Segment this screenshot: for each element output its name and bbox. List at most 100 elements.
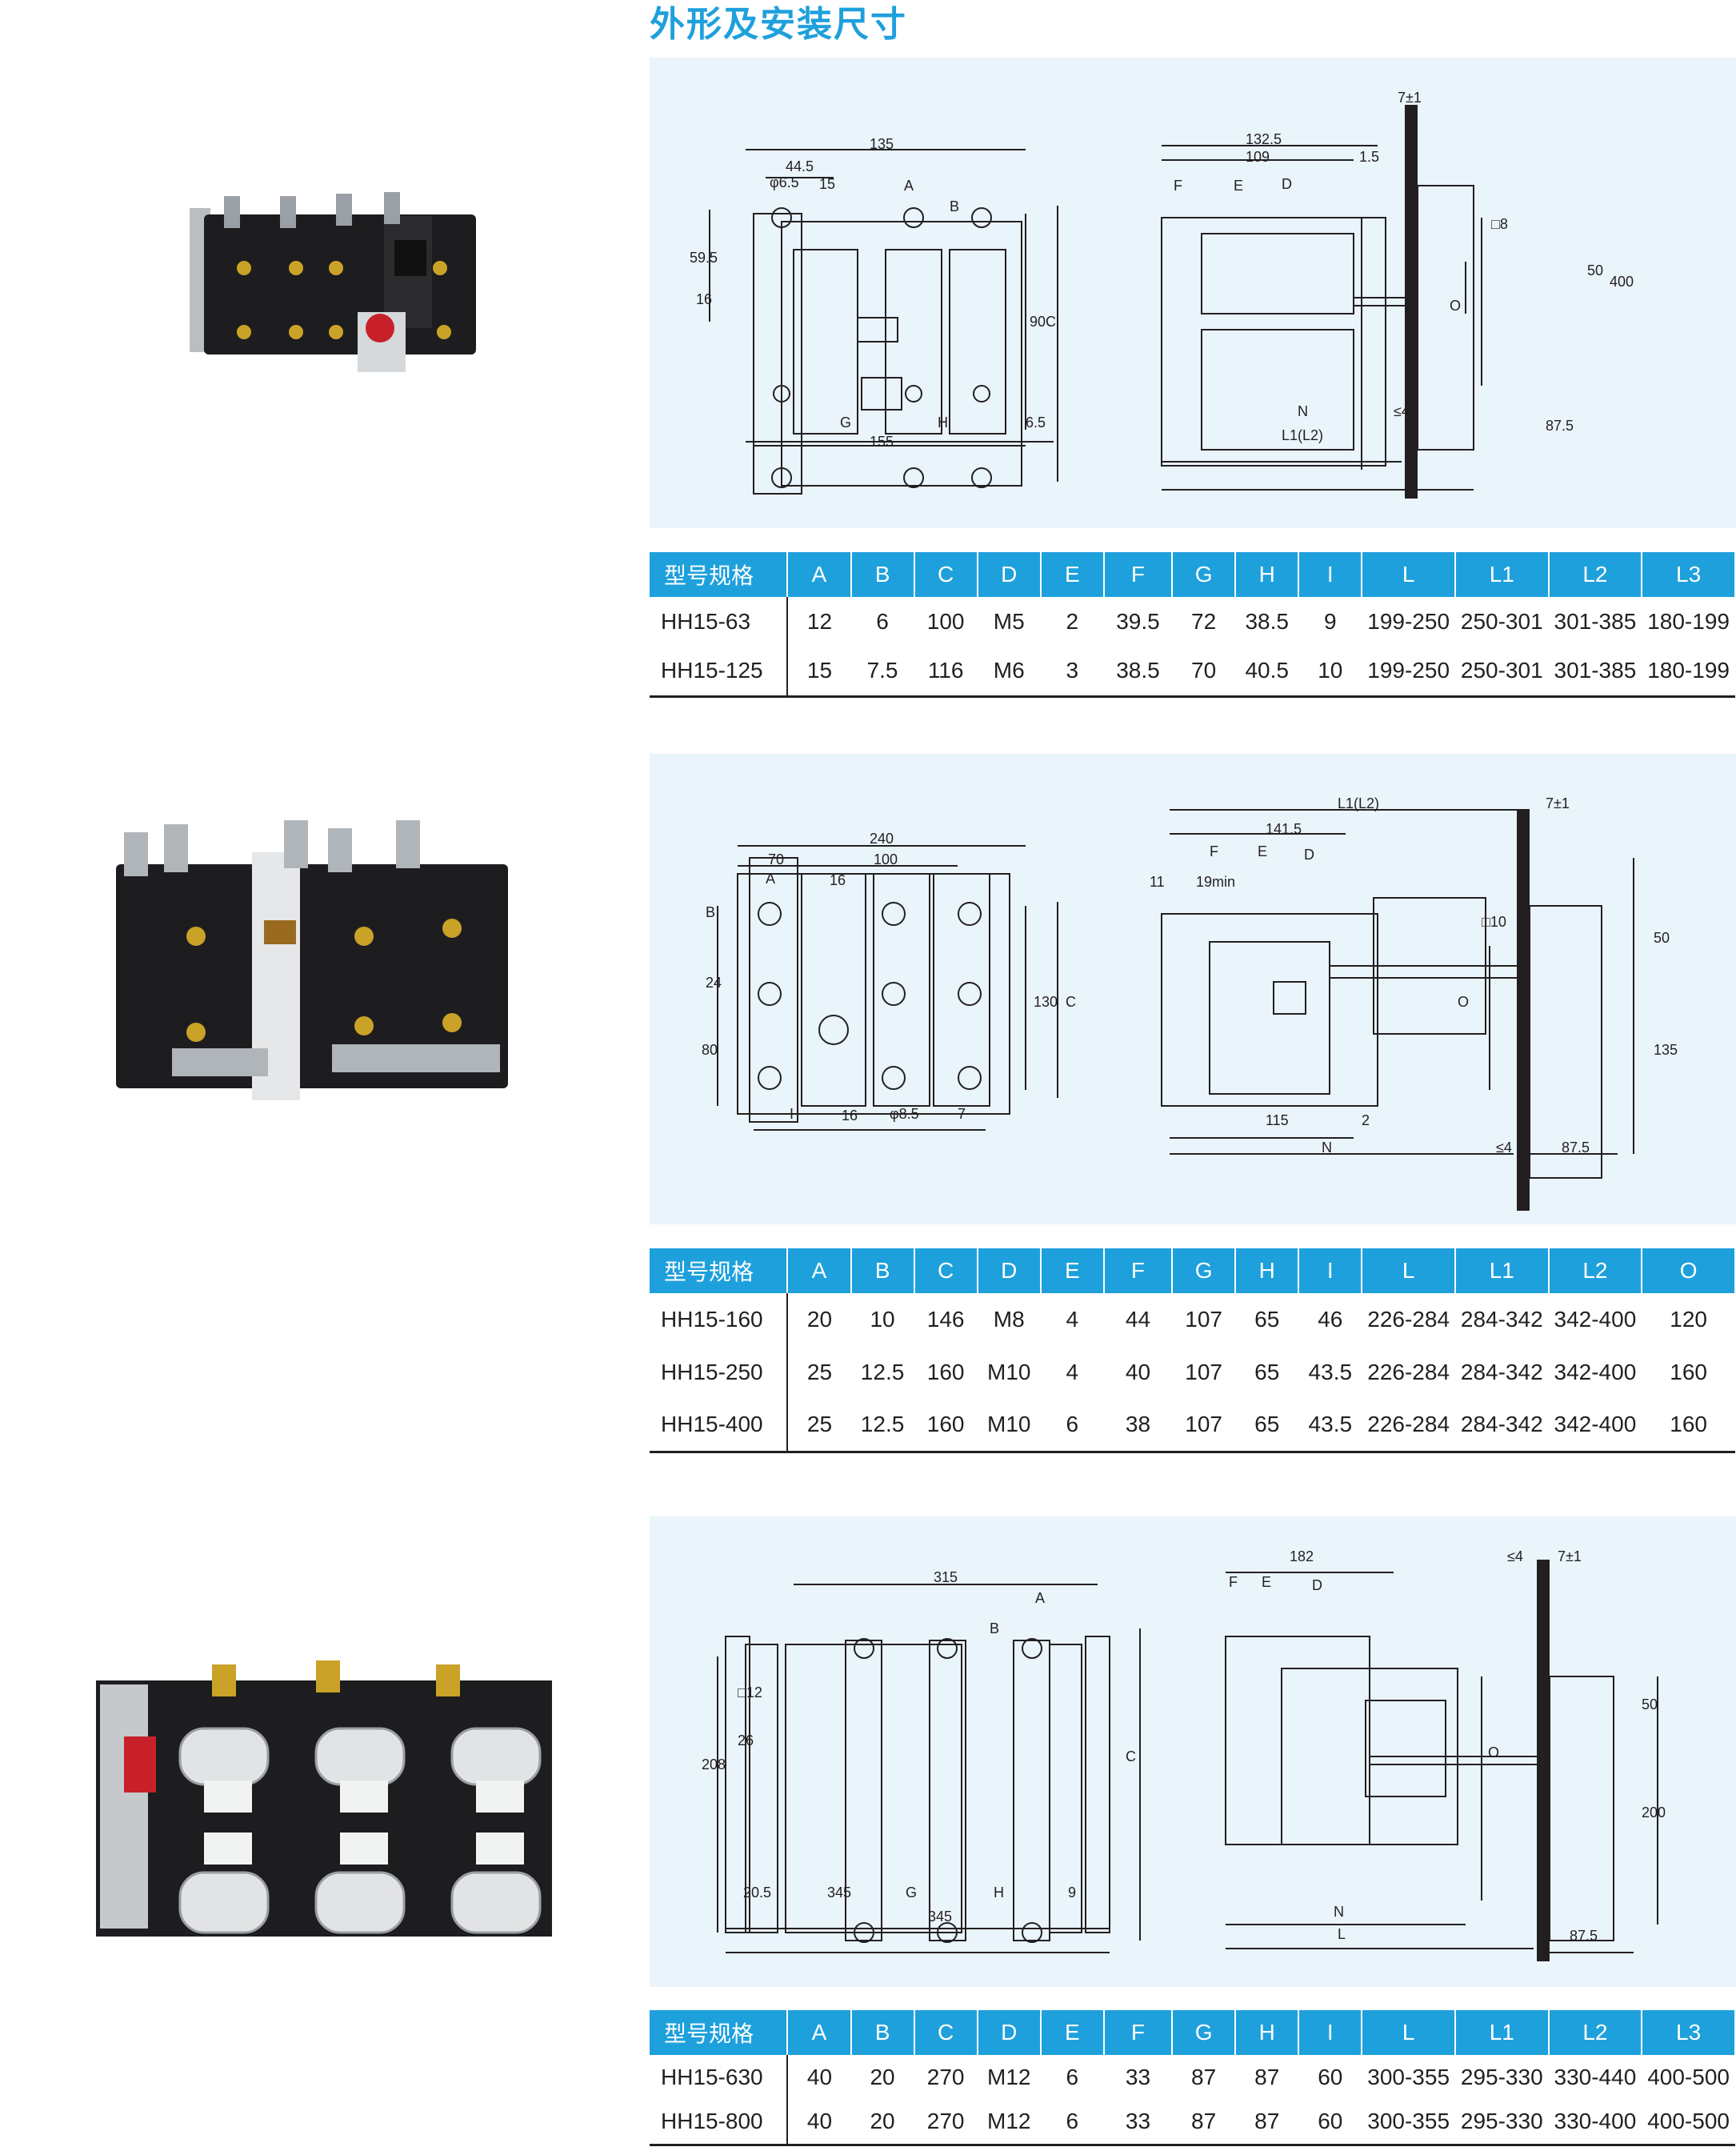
table-cell: 120	[1670, 1307, 1707, 1332]
table-cell: 226-284	[1362, 1399, 1455, 1453]
header-cell: H	[1235, 2010, 1300, 2055]
header-cell: H	[1235, 1248, 1300, 1293]
table-cell: 87	[1254, 2065, 1280, 2089]
dim-label: C	[1126, 1748, 1136, 1764]
dim-label: D	[1304, 847, 1314, 863]
dim-label: C	[1046, 314, 1056, 330]
dim-label: 26	[738, 1732, 754, 1748]
table-cell: 342-400	[1554, 1360, 1637, 1384]
table-cell: HH15-63	[650, 597, 789, 647]
table-cell: 12.5	[860, 1360, 905, 1384]
header-cell: O	[1642, 1248, 1736, 1293]
table-cell: 65	[1235, 1399, 1299, 1453]
header-cell: I	[1298, 1248, 1363, 1293]
header-cell: L1	[1454, 552, 1550, 597]
table-cell: M8	[993, 1307, 1025, 1332]
table-cell: 4	[1066, 1307, 1079, 1332]
table-cell: 38	[1103, 1399, 1173, 1453]
table-cell: 226-284	[1367, 1360, 1450, 1384]
dim-label: 400	[1610, 274, 1634, 290]
table-cell: 330-440	[1554, 2065, 1637, 2089]
dim-label: A	[904, 178, 914, 194]
header-cell: L2	[1548, 2010, 1643, 2055]
table-cell: 270	[926, 2065, 965, 2089]
table-row: HH15-250 25 12.5 160 M10 4 40 107 65 43.…	[650, 1346, 1735, 1399]
table-cell: 33	[1103, 2100, 1173, 2146]
header-cell: A	[787, 552, 852, 597]
switch-photo-small	[180, 192, 488, 372]
dim-label: 182	[1290, 1548, 1314, 1564]
dim-label: 345	[827, 1885, 852, 1901]
table-cell: HH15-250	[650, 1346, 789, 1399]
header-cell: B	[850, 552, 915, 597]
outline-diagram-1	[709, 105, 1482, 499]
table-cell: 226-284	[1367, 1307, 1450, 1332]
table-cell: 65	[1254, 1307, 1280, 1332]
header-cell: G	[1172, 1248, 1237, 1293]
table-cell: 295-330	[1460, 2065, 1543, 2089]
header-cell: C	[914, 2010, 978, 2055]
dim-label: 59.5	[690, 250, 718, 266]
dim-label: E	[1258, 843, 1268, 859]
dim-label: 87.5	[1570, 1928, 1598, 1944]
header-cell: L3	[1642, 2010, 1736, 2055]
table-cell: M12	[987, 2065, 1031, 2089]
table-cell: 25	[806, 1360, 833, 1384]
dim-label: 135	[1654, 1042, 1678, 1058]
dim-label: F	[1210, 843, 1218, 859]
dim-label: D	[1312, 1577, 1322, 1593]
header-cell: E	[1040, 2010, 1105, 2055]
table-cell: 160	[1642, 1399, 1735, 1453]
dimension-drawing-1: 135 44.5 φ6.5 15 A B 59.5 16 90 C G H 6.…	[650, 58, 1736, 528]
table-cell: 301-385	[1548, 647, 1642, 698]
table-cell: 44	[1125, 1307, 1151, 1332]
dim-label: O	[1458, 994, 1470, 1010]
dim-label: 7±1	[1546, 795, 1570, 811]
table-cell: 199-250	[1367, 609, 1450, 634]
header-model: 型号规格	[650, 2010, 789, 2055]
dim-label: 15	[819, 176, 836, 192]
dim-label: ≤4	[1394, 403, 1410, 419]
table-cell: 180-199	[1647, 609, 1730, 634]
dim-label: φ6.5	[770, 174, 799, 190]
dim-label: 80	[702, 1042, 718, 1058]
dim-label: L1(L2)	[1338, 795, 1380, 811]
table-cell: 199-250	[1362, 647, 1455, 698]
table-cell: 146	[926, 1307, 965, 1332]
table-cell: 295-330	[1454, 2100, 1549, 2146]
page-title: 外形及安装尺寸	[650, 4, 907, 45]
dim-label: L	[1338, 1926, 1346, 1942]
table-row: HH15-400 25 12.5 160 M10 6 38 107 65 43.…	[650, 1399, 1735, 1453]
table-cell: 180-199	[1642, 647, 1735, 698]
table-cell: 60	[1298, 2100, 1362, 2146]
header-cell: F	[1103, 1248, 1174, 1293]
header-cell: C	[914, 552, 978, 597]
table-cell: 12	[806, 609, 833, 634]
table-cell: M12	[977, 2100, 1041, 2146]
spec-table-2: 型号规格 A B C D E F G H I L L1 L2 O HH15-16…	[650, 1248, 1736, 1453]
table-row: HH15-800 40 20 270 M12 6 33 87 87 60 300…	[650, 2100, 1735, 2146]
dim-label: 7	[958, 1106, 966, 1122]
table-cell: 12.5	[850, 1399, 914, 1453]
header-cell: L	[1362, 2010, 1456, 2055]
table-cell: 87	[1191, 2065, 1217, 2089]
table-cell: 6	[876, 609, 889, 634]
table-cell: 25	[787, 1399, 851, 1453]
table-cell: 20	[806, 1307, 833, 1332]
table-cell: 40	[1125, 1360, 1151, 1384]
table-cell: HH15-160	[650, 1293, 789, 1346]
table-cell: 40.5	[1235, 647, 1299, 698]
header-cell: C	[914, 1248, 978, 1293]
header-cell: G	[1172, 2010, 1237, 2055]
table-cell: 65	[1254, 1360, 1280, 1384]
dim-label: 315	[934, 1569, 958, 1585]
header-cell: E	[1040, 552, 1105, 597]
dim-label: G	[906, 1885, 918, 1901]
table-cell: 342-400	[1554, 1307, 1637, 1332]
table-cell: 2	[1066, 609, 1079, 634]
switch-photo-large	[92, 1632, 564, 1953]
dim-label: N	[1298, 403, 1308, 419]
dim-label: 11	[1150, 874, 1165, 890]
dim-label: 16	[842, 1108, 858, 1124]
dim-label: F	[1174, 178, 1182, 194]
